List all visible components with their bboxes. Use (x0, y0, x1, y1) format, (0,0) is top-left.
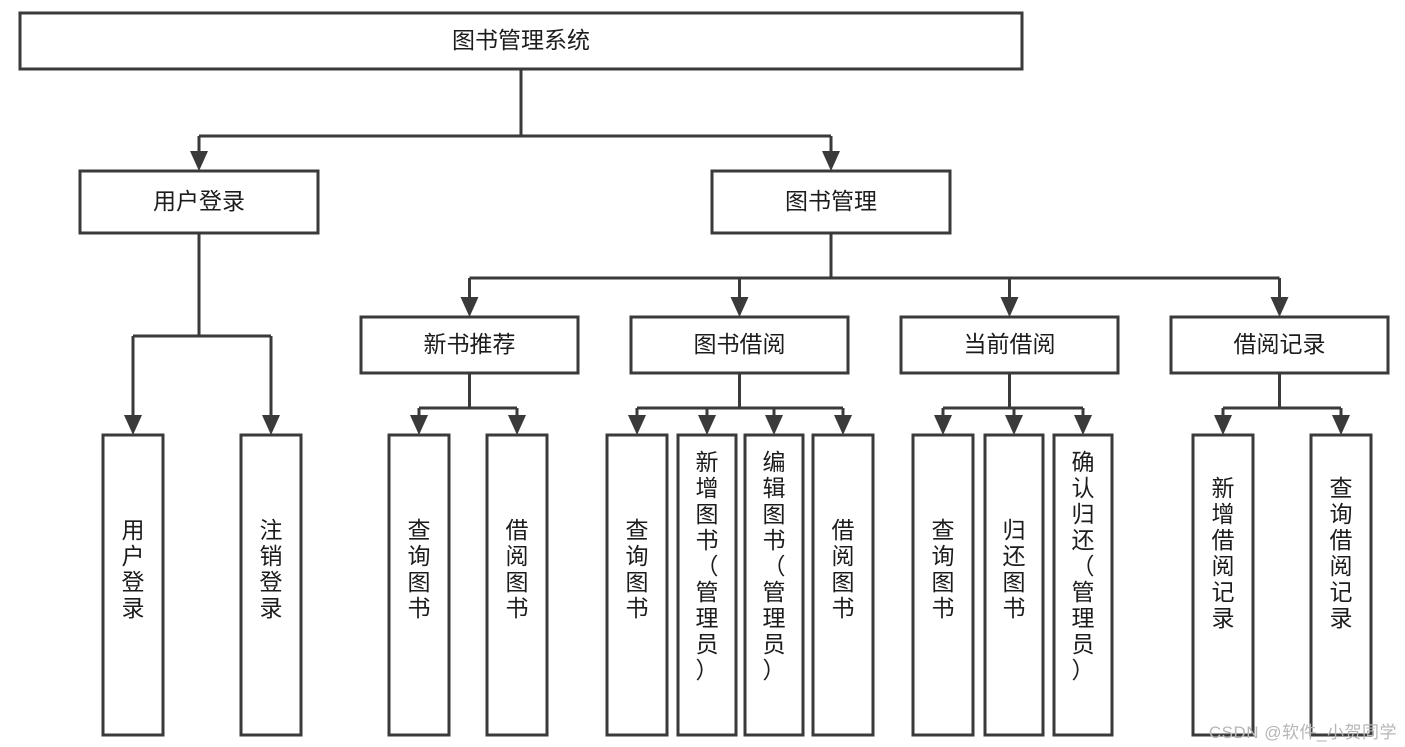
node-leaf-add-borrow-record[interactable]: 新增借阅记录 (1191, 433, 1255, 737)
node-label-borrow-records: 借阅记录 (1234, 331, 1326, 357)
node-box-leaf-query-borrow-record (1309, 433, 1373, 737)
node-label-book-borrow: 图书借阅 (694, 331, 786, 357)
node-label-leaf-return-book: 归还图书 (1003, 517, 1026, 621)
arrow-head-bm-3 (1270, 297, 1289, 317)
node-label-leaf-borrow-book-recommend: 借阅图书 (506, 517, 529, 621)
node-label-leaf-user-logout: 注销登录 (260, 517, 283, 621)
node-box-book-management (710, 169, 952, 235)
node-leaf-query-book-recommend[interactable]: 查询图书 (387, 433, 451, 737)
node-current-borrow[interactable]: 当前借阅 (899, 315, 1120, 375)
node-box-leaf-return-book (983, 433, 1045, 737)
arrow-head-ul-0 (124, 415, 142, 435)
arrow-head-bb-1 (698, 415, 716, 435)
arrow-head-cb-2 (1074, 415, 1092, 435)
arrow-head-bb-0 (628, 415, 646, 435)
node-label-root: 图书管理系统 (452, 27, 590, 53)
nodes-layer: 图书管理系统用户登录图书管理新书推荐图书借阅当前借阅借阅记录用户登录注销登录查询… (18, 11, 1390, 737)
arrow-head-nbr-1 (508, 415, 526, 435)
node-label-leaf-confirm-return: 确认归还（管理员） (1072, 449, 1095, 683)
node-leaf-add-book[interactable]: 新增图书（管理员） (676, 433, 738, 737)
node-box-current-borrow (899, 315, 1120, 375)
arrow-head-root-1 (822, 151, 840, 171)
node-label-leaf-add-borrow-record: 新增借阅记录 (1212, 475, 1235, 631)
node-new-book-recommend[interactable]: 新书推荐 (359, 315, 580, 375)
node-label-leaf-query-book-borrow: 查询图书 (626, 517, 649, 621)
node-book-management[interactable]: 图书管理 (710, 169, 952, 235)
arrow-head-nbr-0 (410, 415, 428, 435)
node-label-leaf-query-borrow-record: 查询借阅记录 (1330, 475, 1353, 631)
arrow-head-bb-2 (765, 415, 783, 435)
node-leaf-return-book[interactable]: 归还图书 (983, 433, 1045, 737)
node-label-leaf-borrow-book: 借阅图书 (832, 517, 855, 621)
node-box-book-borrow (629, 315, 850, 375)
node-leaf-confirm-return[interactable]: 确认归还（管理员） (1052, 433, 1114, 737)
arrow-head-cb-1 (1005, 415, 1023, 435)
arrow-head-bm-1 (730, 297, 749, 317)
node-book-borrow[interactable]: 图书借阅 (629, 315, 850, 375)
node-leaf-user-logout[interactable]: 注销登录 (239, 433, 303, 737)
node-box-leaf-borrow-book (811, 433, 875, 737)
arrow-head-br-1 (1332, 415, 1350, 435)
node-box-borrow-records (1169, 315, 1390, 375)
node-label-leaf-user-login: 用户登录 (122, 517, 145, 621)
node-box-leaf-user-login (101, 433, 165, 737)
node-box-leaf-query-book-recommend (387, 433, 451, 737)
node-box-new-book-recommend (359, 315, 580, 375)
node-box-leaf-query-book-current (911, 433, 975, 737)
node-borrow-records[interactable]: 借阅记录 (1169, 315, 1390, 375)
node-leaf-borrow-book[interactable]: 借阅图书 (811, 433, 875, 737)
node-label-new-book-recommend: 新书推荐 (424, 331, 516, 357)
node-label-leaf-add-book: 新增图书（管理员） (696, 449, 719, 683)
node-box-leaf-add-book (676, 433, 738, 737)
node-leaf-query-borrow-record[interactable]: 查询借阅记录 (1309, 433, 1373, 737)
node-box-root (18, 11, 1024, 71)
node-label-current-borrow: 当前借阅 (964, 331, 1056, 357)
node-box-leaf-query-book-borrow (605, 433, 669, 737)
arrow-head-br-0 (1214, 415, 1232, 435)
node-box-user-login (78, 169, 320, 235)
arrow-head-bb-3 (834, 415, 852, 435)
arrow-head-bm-2 (1000, 297, 1019, 317)
node-leaf-edit-book[interactable]: 编辑图书（管理员） (743, 433, 805, 737)
node-box-leaf-confirm-return (1052, 433, 1114, 737)
node-label-leaf-query-book-recommend: 查询图书 (408, 517, 431, 621)
node-box-leaf-borrow-book-recommend (485, 433, 549, 737)
node-box-leaf-user-logout (239, 433, 303, 737)
watermark-text: CSDN @软件_小贺同学 (1208, 723, 1397, 742)
node-root[interactable]: 图书管理系统 (18, 11, 1024, 71)
node-leaf-query-book-borrow[interactable]: 查询图书 (605, 433, 669, 737)
node-label-leaf-edit-book: 编辑图书（管理员） (763, 449, 786, 683)
node-box-leaf-add-borrow-record (1191, 433, 1255, 737)
node-label-leaf-query-book-current: 查询图书 (932, 517, 955, 621)
connectors-layer (124, 69, 1350, 435)
arrow-head-root-0 (190, 151, 208, 171)
node-label-user-login: 用户登录 (153, 188, 245, 214)
node-box-leaf-edit-book (743, 433, 805, 737)
node-user-login[interactable]: 用户登录 (78, 169, 320, 235)
node-leaf-borrow-book-recommend[interactable]: 借阅图书 (485, 433, 549, 737)
node-label-book-management: 图书管理 (785, 188, 877, 214)
arrow-head-ul-1 (262, 415, 280, 435)
node-leaf-user-login[interactable]: 用户登录 (101, 433, 165, 737)
arrow-head-bm-0 (460, 297, 479, 317)
arrow-head-cb-0 (934, 415, 952, 435)
node-leaf-query-book-current[interactable]: 查询图书 (911, 433, 975, 737)
